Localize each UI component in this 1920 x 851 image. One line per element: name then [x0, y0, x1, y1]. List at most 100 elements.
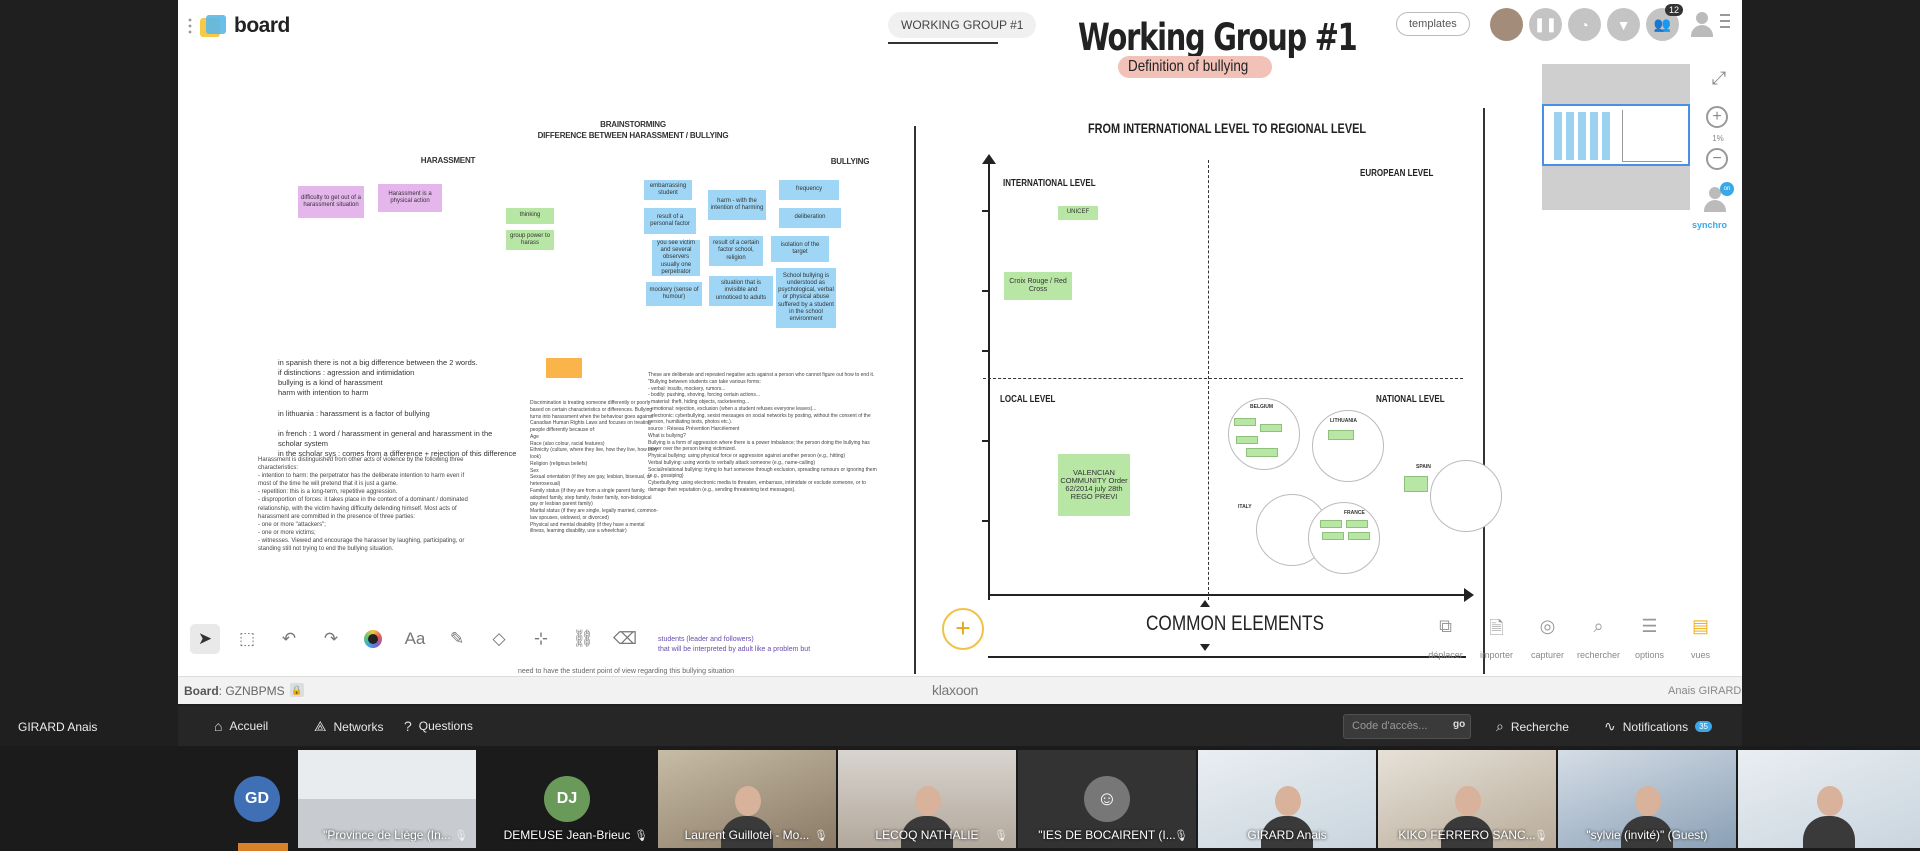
- lock-icon[interactable]: 🔒: [290, 683, 304, 697]
- link-icon[interactable]: ⛓: [572, 629, 594, 648]
- mini-note[interactable]: [1234, 418, 1256, 426]
- sticky-note[interactable]: VALENCIAN COMMUNITY Order 62/2014 july 2…: [1058, 454, 1130, 516]
- mini-note[interactable]: [1346, 520, 1368, 528]
- connector-icon[interactable]: ⊹: [533, 629, 549, 648]
- spanish-notes-text: in spanish there is not a big difference…: [278, 358, 517, 459]
- mini-note[interactable]: [1246, 448, 1278, 457]
- sticky-note[interactable]: UNICEF: [1058, 206, 1098, 220]
- mini-note[interactable]: [1348, 532, 1370, 540]
- participant-tile[interactable]: "sylvie (invité)" (Guest): [1558, 750, 1736, 848]
- zoom-level: 1%: [1712, 134, 1724, 143]
- access-go-button[interactable]: go: [1453, 719, 1466, 730]
- mini-note[interactable]: [1328, 430, 1354, 440]
- fullscreen-icon[interactable]: ⤢: [1711, 68, 1727, 88]
- drawing-toolbar: ➤ ⬚ ↶ ↷ Aa ✎ ◇ ⊹ ⛓ ⌫: [190, 624, 640, 654]
- timer-icon[interactable]: ◔: [1568, 8, 1601, 41]
- sticky-note[interactable]: situation that is invisible and unnotice…: [709, 276, 773, 306]
- mini-note[interactable]: [1236, 436, 1258, 444]
- sticky-note[interactable]: frequency: [779, 180, 839, 200]
- redo-icon[interactable]: ↷: [323, 629, 339, 648]
- pause-icon[interactable]: ❚❚: [1529, 8, 1562, 41]
- participant-tile[interactable]: Laurent Guillotel - Mo...🎙: [658, 750, 836, 848]
- sticky-note[interactable]: harm - with the intention of harming: [708, 190, 766, 220]
- filter-icon[interactable]: ▼: [1607, 8, 1640, 41]
- participant-name: GIRARD Anais: [1247, 828, 1327, 842]
- tab-working-group[interactable]: WORKING GROUP #1: [888, 12, 1037, 38]
- sticky-note[interactable]: difficulty to get out of a harassment si…: [298, 186, 364, 218]
- axis-tick: [982, 520, 990, 522]
- mini-note[interactable]: [1260, 424, 1282, 432]
- options-tool[interactable]: ☰options: [1628, 616, 1671, 660]
- sticky-note[interactable]: embarrassing student: [644, 180, 692, 200]
- country-circle[interactable]: [1228, 398, 1300, 470]
- participant-name: "Province de Liège (In...: [323, 828, 451, 842]
- status-user-name: Anais GIRARD: [1668, 685, 1742, 697]
- nav-questions[interactable]: ?Questions: [404, 718, 473, 734]
- participant-video: [1619, 782, 1675, 848]
- zoom-in-button[interactable]: +: [1706, 106, 1728, 128]
- minimap-viewport[interactable]: [1542, 104, 1690, 166]
- sticky-note[interactable]: isolation of the target: [771, 236, 829, 262]
- sticky-note[interactable]: School bullying is understood as psychol…: [776, 268, 836, 328]
- mini-note[interactable]: [1404, 476, 1428, 492]
- import-tool[interactable]: 🗎importer: [1475, 616, 1518, 660]
- views-tool[interactable]: ▤vues: [1679, 616, 1722, 660]
- country-label: FRANCE: [1344, 510, 1365, 516]
- nav-networks[interactable]: ⟁Networks: [314, 718, 384, 734]
- nav-search[interactable]: ⌕Recherche: [1496, 718, 1569, 734]
- participant-initials: DJ: [544, 776, 590, 822]
- text-style-icon[interactable]: Aa: [404, 629, 426, 648]
- sticky-note[interactable]: result of a personal factor: [644, 208, 696, 234]
- move-tool[interactable]: ⧉déplacer: [1424, 616, 1467, 660]
- country-label: BELGIUM: [1250, 404, 1274, 410]
- sync-label[interactable]: synchro: [1692, 220, 1728, 230]
- select-pointer-icon[interactable]: ➤: [190, 624, 220, 654]
- participant-tile[interactable]: ☺ "IES DE BOCAIRENT (I...🎙: [1018, 750, 1196, 848]
- undo-icon[interactable]: ↶: [281, 629, 297, 648]
- sticky-note[interactable]: mockery (sense of humour): [646, 282, 702, 306]
- country-circle[interactable]: [1430, 460, 1502, 532]
- drag-grip-icon[interactable]: [188, 17, 192, 35]
- user-profile-icon[interactable]: [1688, 10, 1716, 38]
- pen-icon[interactable]: ✎: [449, 629, 465, 648]
- area-select-icon[interactable]: ⬚: [238, 629, 256, 648]
- capture-tool[interactable]: ◎capturer: [1526, 616, 1569, 660]
- color-picker-icon[interactable]: [358, 624, 388, 654]
- menu-icon[interactable]: [1720, 14, 1730, 32]
- search-icon: ⌕: [1496, 718, 1504, 734]
- templates-button[interactable]: templates: [1396, 12, 1470, 36]
- board-title: Working Group #1: [1078, 16, 1358, 59]
- shapes-icon[interactable]: ◇: [492, 629, 506, 648]
- zoom-out-button[interactable]: −: [1706, 148, 1728, 170]
- networks-icon: ⟁: [314, 718, 327, 734]
- sync-user-icon[interactable]: [1700, 184, 1730, 214]
- participant-tile[interactable]: GIRARD Anais: [1198, 750, 1376, 848]
- participant-tile[interactable]: [1738, 750, 1920, 848]
- access-code-input[interactable]: Code d'accès...: [1343, 714, 1471, 739]
- participant-tile[interactable]: LECOQ NATHALIE🎙: [838, 750, 1016, 848]
- sticky-note[interactable]: result of a certain factor school, relig…: [709, 236, 763, 266]
- sticky-note[interactable]: thinking: [506, 208, 554, 224]
- mic-muted-icon: 🎙: [454, 830, 468, 842]
- sticky-note[interactable]: deliberation: [779, 208, 841, 228]
- mic-muted-icon: 🎙: [814, 830, 828, 842]
- nav-home[interactable]: ⌂Accueil: [214, 718, 269, 734]
- participant-tile[interactable]: "Province de Liège (In...🎙: [298, 750, 476, 848]
- search-tool[interactable]: ⌕rechercher: [1577, 616, 1621, 660]
- eraser-icon[interactable]: ⌫: [612, 629, 638, 648]
- sticky-note[interactable]: [546, 358, 582, 378]
- add-idea-button[interactable]: +: [942, 608, 984, 650]
- board-logo[interactable]: board: [188, 14, 290, 38]
- avatar[interactable]: [1490, 8, 1523, 41]
- mini-note[interactable]: [1320, 520, 1342, 528]
- mini-note[interactable]: [1322, 532, 1344, 540]
- participant-tile[interactable]: KIKO FERRERO SANC...🎙: [1378, 750, 1556, 848]
- country-circle[interactable]: [1312, 410, 1384, 482]
- participant-tile[interactable]: DJ DEMEUSE Jean-Brieuc🎙: [478, 750, 656, 848]
- sticky-note[interactable]: Harassment is a physical action: [378, 184, 442, 212]
- sticky-note[interactable]: you see victim and several observers usu…: [652, 240, 700, 276]
- sticky-note[interactable]: group power to harass: [506, 230, 554, 250]
- sticky-note[interactable]: Croix Rouge / Red Cross: [1004, 272, 1072, 300]
- participants-icon[interactable]: 👥12: [1646, 4, 1683, 41]
